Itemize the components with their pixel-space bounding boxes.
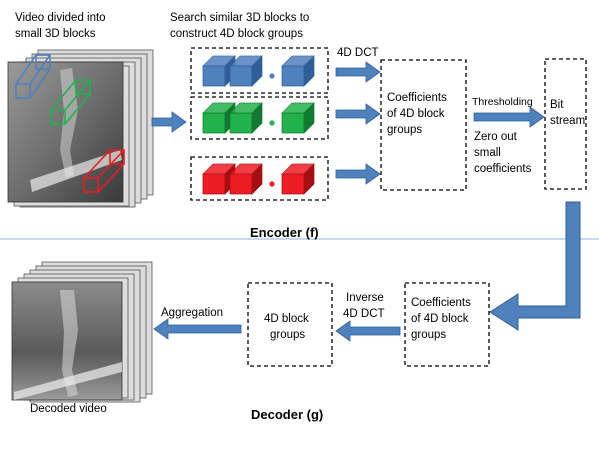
coef-bottom-line2: of 4D block xyxy=(411,313,469,325)
search-caption-line2: construct 4D block groups xyxy=(170,28,303,40)
red-block-3 xyxy=(281,163,315,195)
coef-bottom-line1: Coefficients xyxy=(411,297,471,309)
blue-3d-blocks xyxy=(202,55,315,87)
coef-top-line2: of 4D block xyxy=(387,108,445,120)
aggregation-label: Aggregation xyxy=(161,307,223,319)
zero-out-line3: coefficients xyxy=(474,163,532,175)
zero-out-line2: small xyxy=(474,147,501,159)
decoder-label: Decoder (g) xyxy=(251,407,323,422)
red-block-2 xyxy=(229,163,263,195)
blue-block-2 xyxy=(229,55,263,87)
search-caption-line1: Search similar 3D blocks to xyxy=(170,12,309,24)
thresholding-label: Thresholding xyxy=(472,96,533,108)
dct-label: 4D DCT xyxy=(337,47,379,59)
green-ellipsis-dot xyxy=(269,120,275,126)
input-caption-line2: small 3D blocks xyxy=(15,28,96,40)
arrow-input-to-groups xyxy=(151,111,187,133)
red-ellipsis-dot xyxy=(269,181,275,187)
green-block-2 xyxy=(229,102,263,134)
decoded-caption: Decoded video xyxy=(30,403,107,415)
inverse-dct-line1: Inverse xyxy=(346,292,384,304)
decoded-video-stack xyxy=(11,261,153,403)
blue-ellipsis-dot xyxy=(269,73,275,79)
green-block-group xyxy=(190,96,329,140)
bit-stream-line1: Bit xyxy=(550,99,564,111)
red-3d-blocks xyxy=(202,163,315,195)
blue-block-3 xyxy=(281,55,315,87)
coefficients-box-top xyxy=(380,59,467,191)
arrow-thresholding xyxy=(473,106,545,128)
coef-top-line3: groups xyxy=(387,124,422,136)
arrow-aggregation xyxy=(153,318,242,340)
input-caption-line1: Video divided into xyxy=(15,12,106,24)
block-groups-box-bottom xyxy=(247,282,333,367)
red-block-group xyxy=(190,156,329,201)
blue-selection-blocks xyxy=(15,54,51,99)
green-block-1 xyxy=(202,102,236,134)
zero-out-line1: Zero out xyxy=(474,131,518,143)
green-3d-blocks xyxy=(202,102,315,134)
arrow-green-to-coef xyxy=(335,103,381,125)
groups-bottom-line1: 4D block xyxy=(264,313,309,325)
input-video-stack xyxy=(7,49,154,208)
encoder-label: Encoder (f) xyxy=(250,225,319,240)
arrow-red-to-coef xyxy=(335,163,381,185)
green-selection-blocks xyxy=(50,79,91,125)
arrow-inverse-dct xyxy=(335,320,401,342)
green-block-3 xyxy=(281,102,315,134)
inverse-dct-line2: 4D DCT xyxy=(343,308,385,320)
coefficients-box-bottom xyxy=(404,282,490,367)
arrow-bitstream-to-decoder xyxy=(489,201,581,331)
bit-stream-box xyxy=(544,58,587,190)
groups-bottom-line2: groups xyxy=(270,329,305,341)
coef-bottom-line3: groups xyxy=(411,329,446,341)
red-selection-blocks xyxy=(83,149,125,193)
coef-top-line1: Coefficients xyxy=(387,92,447,104)
bit-stream-line2: stream xyxy=(550,115,585,127)
arrow-blue-to-coef xyxy=(335,61,381,83)
